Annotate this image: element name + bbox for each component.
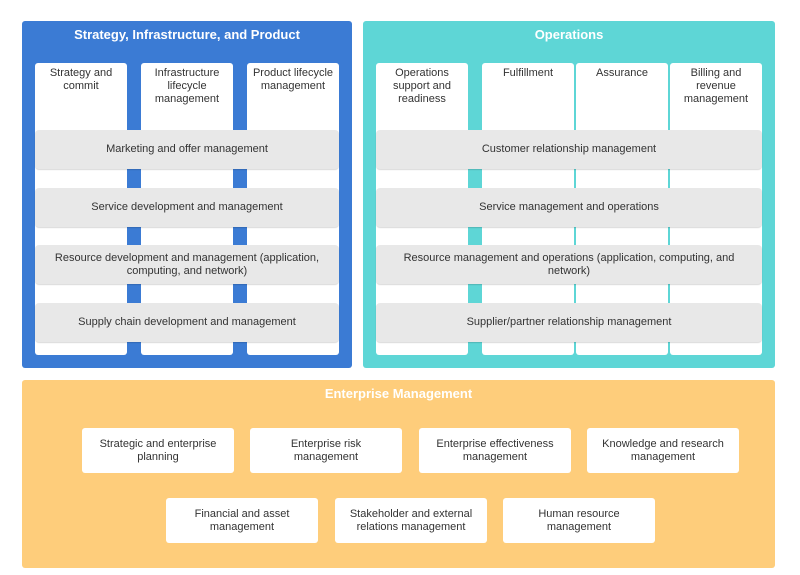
row-supply-chain[interactable]: Supply chain development and management [35,303,339,342]
strategy-panel-title: Strategy, Infrastructure, and Product [74,27,300,42]
row-resource-management[interactable]: Resource management and operations (appl… [376,245,762,284]
box-stakeholder-relations[interactable]: Stakeholder and external relations manag… [335,498,487,543]
box-financial-asset[interactable]: Financial and asset management [166,498,318,543]
box-enterprise-effectiveness[interactable]: Enterprise effectiveness management [419,428,571,473]
row-service-management[interactable]: Service management and operations [376,188,762,227]
enterprise-management-panel: Enterprise Management Strategic and ente… [22,380,775,568]
row-service-development[interactable]: Service development and management [35,188,339,227]
row-resource-development[interactable]: Resource development and management (app… [35,245,339,284]
row-marketing-offer[interactable]: Marketing and offer management [35,130,339,169]
box-strategic-planning[interactable]: Strategic and enterprise planning [82,428,234,473]
row-customer-relationship[interactable]: Customer relationship management [376,130,762,169]
operations-panel-title: Operations [534,27,604,42]
operations-panel: Operations Operations support and readin… [363,21,775,368]
box-knowledge-research[interactable]: Knowledge and research management [587,428,739,473]
box-human-resource[interactable]: Human resource management [503,498,655,543]
enterprise-panel-title: Enterprise Management [324,386,473,401]
box-enterprise-risk[interactable]: Enterprise risk management [250,428,402,473]
row-supplier-partner[interactable]: Supplier/partner relationship management [376,303,762,342]
strategy-infrastructure-product-panel: Strategy, Infrastructure, and Product St… [22,21,352,368]
